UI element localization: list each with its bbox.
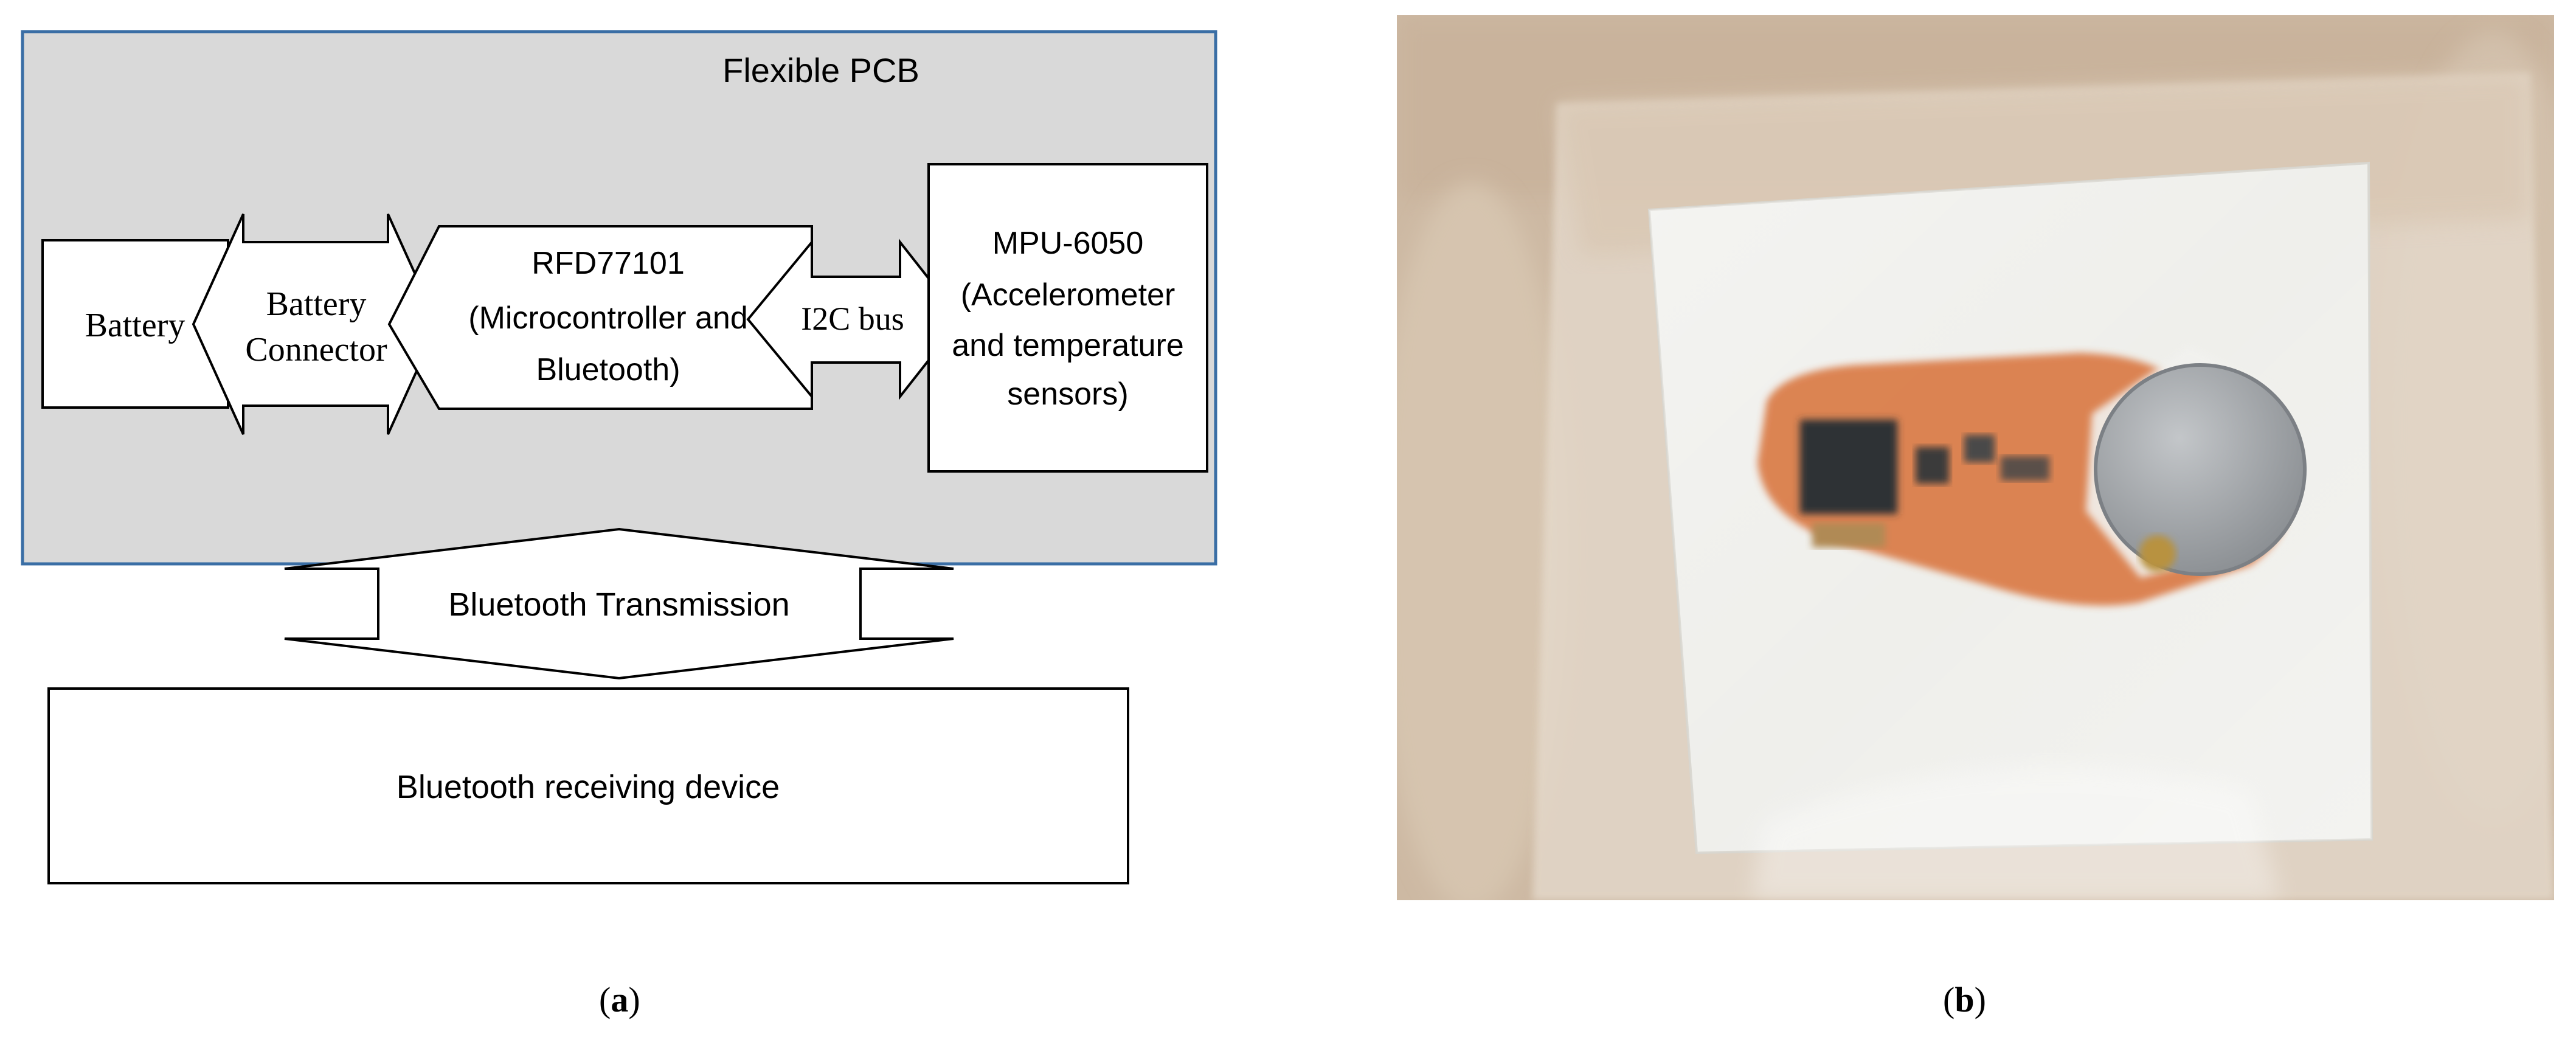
bluetooth-receiver-label: Bluetooth receiving device: [396, 769, 780, 805]
sensor-label-line2: (Accelerometer: [961, 277, 1175, 313]
panel-a-diagram: Flexible PCB Battery Battery Connector R…: [21, 30, 1217, 884]
coin-cell-battery-image: [2094, 363, 2307, 576]
bluetooth-receiver-block: [47, 687, 1129, 884]
caption-b: (b): [1943, 980, 1986, 1019]
i2c-bus-label: I2C bus: [801, 300, 904, 337]
sensor-label-line4: sensors): [1007, 377, 1128, 412]
flexible-pcb-label: Flexible PCB: [722, 51, 919, 89]
bluetooth-transmission-arrow: [284, 527, 954, 680]
caption-b-letter: b: [1955, 980, 1975, 1019]
mcu-label-line2: (Microcontroller and: [468, 300, 748, 336]
mcu-label-line1: RFD77101: [531, 246, 684, 281]
panel-b-photo: [1397, 15, 2554, 900]
battery-connector-label-line2: Connector: [245, 331, 387, 369]
sensor-label-line3: and temperature: [952, 328, 1184, 363]
battery-label: Battery: [85, 307, 185, 344]
sensor-block: [927, 163, 1208, 473]
bluetooth-transmission-label: Bluetooth Transmission: [448, 586, 789, 623]
caption-a: (a): [599, 980, 640, 1019]
mcu-label-line3: Bluetooth): [536, 352, 680, 387]
caption-a-letter: a: [611, 980, 629, 1019]
sensor-label-line1: MPU-6050: [992, 226, 1144, 261]
battery-connector-label-line1: Battery: [266, 285, 367, 323]
